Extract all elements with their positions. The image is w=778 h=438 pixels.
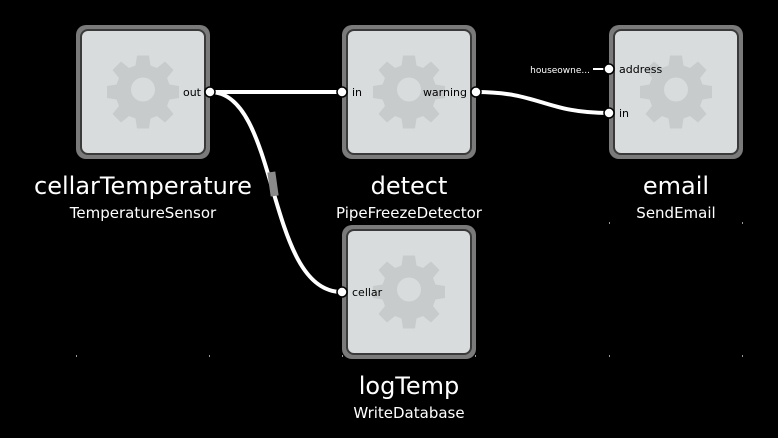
port-label-in: in — [619, 107, 629, 120]
port-cellar[interactable] — [336, 286, 348, 298]
node-logTemp[interactable]: cellar — [336, 225, 476, 359]
iip-label-email-address[interactable]: houseowne... — [530, 66, 590, 76]
node-type-email: SendEmail — [636, 204, 716, 222]
node-title-detect[interactable]: detect — [370, 172, 448, 200]
gear-hole — [397, 277, 421, 302]
node-email[interactable]: address in — [603, 25, 743, 159]
node-title-logTemp[interactable]: logTemp — [358, 372, 460, 400]
node-title-cellarTemperature[interactable]: cellarTemperature — [34, 172, 252, 200]
node-selection-marks — [76, 222, 743, 357]
node-type-cellarTemperature: TemperatureSensor — [69, 204, 217, 222]
edges-layer — [209, 68, 610, 294]
port-label-out: out — [183, 86, 202, 99]
port-label-warning: warning — [423, 86, 467, 99]
node-type-logTemp: WriteDatabase — [353, 404, 465, 422]
port-label-address: address — [619, 63, 662, 76]
port-in[interactable] — [336, 86, 348, 98]
port-label-in: in — [352, 86, 362, 99]
port-in[interactable] — [603, 107, 615, 119]
gear-hole — [131, 77, 155, 102]
port-warning[interactable] — [470, 86, 482, 98]
node-type-detect: PipeFreezeDetector — [336, 204, 482, 222]
port-address[interactable] — [603, 63, 615, 75]
node-detect[interactable]: in warning — [336, 25, 482, 159]
gear-hole — [664, 77, 688, 102]
edge-label-gap — [267, 171, 279, 197]
gear-hole — [397, 77, 421, 102]
edge-detect-warning-to-email-in[interactable] — [475, 90, 610, 115]
node-title-email[interactable]: email — [642, 172, 710, 200]
node-cellarTemperature[interactable]: out — [76, 25, 216, 159]
port-label-cellar: cellar — [352, 286, 383, 299]
port-out[interactable] — [204, 86, 216, 98]
